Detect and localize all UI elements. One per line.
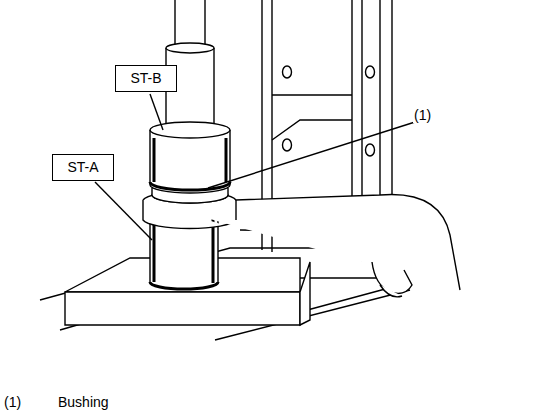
st-b-tool xyxy=(150,0,230,193)
tool-label: ST-B xyxy=(130,71,161,86)
hand xyxy=(372,262,412,293)
tool-label-box: ST-A xyxy=(52,154,114,181)
tool-label-box: ST-B xyxy=(115,65,177,92)
press-frame xyxy=(40,0,410,340)
housing-arm xyxy=(143,191,460,296)
caption-text: Bushing xyxy=(57,394,110,410)
callout-number: (1) xyxy=(413,107,432,123)
tool-label: ST-A xyxy=(67,160,98,175)
leader-lines xyxy=(95,94,415,240)
caption-number: (1) xyxy=(3,394,22,410)
